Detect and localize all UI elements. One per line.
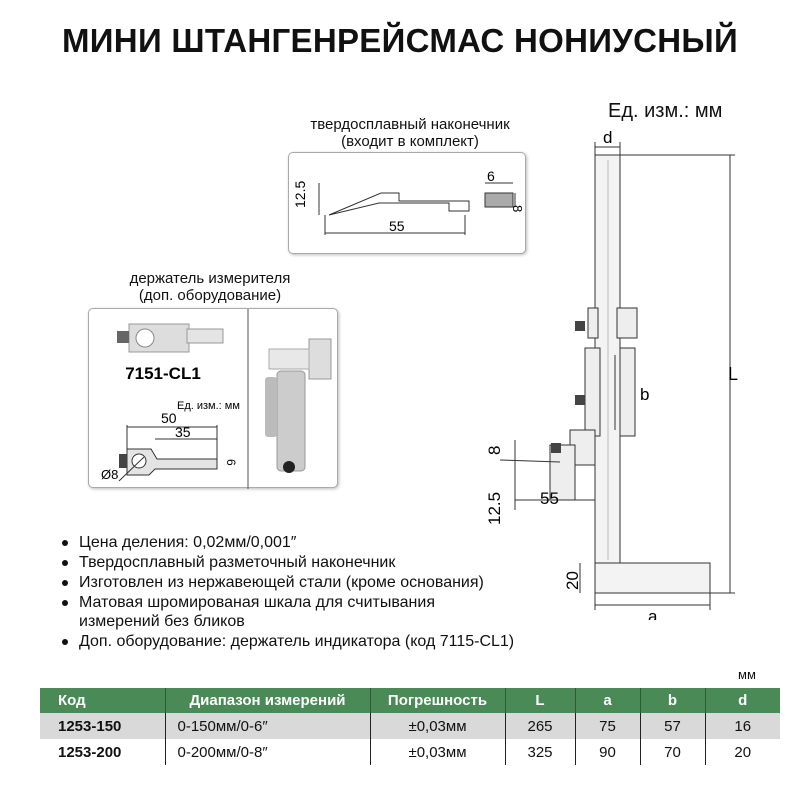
cell-code: 1253-200: [40, 739, 166, 765]
cell-b: 70: [640, 739, 706, 765]
holder-caption-line1: держатель измерителя: [129, 270, 291, 287]
table-header-row: Код Диапазон измерений Погрешность L a b…: [40, 688, 780, 713]
dim-55: 55: [540, 489, 559, 508]
tip-dim-thickness: 8: [510, 205, 525, 212]
col-header-a: a: [575, 688, 641, 713]
carbide-tip-drawing: 12.5 55 6 8: [292, 168, 525, 235]
table-row: 1253-150 0-150мм/0-6″ ±0,03мм 265 75 57 …: [40, 713, 780, 739]
cell-range: 0-150мм/0-6″: [165, 713, 371, 739]
units-label: Ед. изм.: мм: [608, 100, 723, 122]
holder-dim-6: 6: [224, 459, 238, 466]
dim-d: d: [603, 130, 612, 147]
page-title: МИНИ ШТАНГЕНРЕЙСМАС НОНИУСНЫЙ: [62, 22, 738, 59]
table-unit: мм: [738, 667, 756, 682]
tip-caption-line2: (входит в комплект): [341, 133, 479, 150]
col-header-L: L: [505, 688, 576, 713]
feature-item: Изготовлен из нержавеющей стали (кроме о…: [62, 573, 514, 592]
feature-item: Матовая шромированая шкала для считывани…: [62, 593, 482, 631]
holder-dim-diameter: Ø8: [101, 467, 118, 482]
tip-dim-height: 12.5: [292, 181, 308, 208]
tip-dim-length: 55: [389, 218, 405, 234]
col-header-d: d: [705, 688, 780, 713]
holder-model: 7151-CL1: [125, 364, 201, 383]
cell-code: 1253-150: [40, 713, 166, 739]
cell-d: 16: [705, 713, 780, 739]
tip-caption-line1: твердосплавный наконечник: [310, 116, 510, 133]
spec-table: Код Диапазон измерений Погрешность L a b…: [40, 688, 780, 765]
dim-a: a: [648, 607, 658, 620]
holder-caption-line2: (доп. оборудование): [138, 287, 282, 304]
dim-12-5: 12.5: [485, 492, 504, 525]
holder-dim-50: 50: [161, 410, 177, 426]
tip-drawing-box: 12.5 55 6 8: [288, 152, 526, 254]
cell-b: 57: [640, 713, 706, 739]
col-header-b: b: [640, 688, 706, 713]
cell-accuracy: ±0,03мм: [370, 739, 506, 765]
dim-b: b: [640, 385, 649, 404]
cell-range: 0-200мм/0-8″: [165, 739, 371, 765]
holder-caption: держатель измерителя (доп. оборудование): [90, 270, 330, 304]
col-header-code: Код: [40, 688, 166, 713]
indicator-holder-drawing: 7151-CL1 Ед. изм.: мм 50 35 6 Ø8: [101, 309, 332, 489]
dim-20: 20: [563, 571, 582, 590]
cell-a: 90: [575, 739, 641, 765]
cell-d: 20: [734, 743, 752, 761]
holder-units: Ед. изм.: мм: [177, 400, 240, 412]
cell-L: 265: [505, 713, 576, 739]
dim-8: 8: [485, 446, 504, 455]
col-header-range: Диапазон измерений: [165, 688, 371, 713]
height-gauge-drawing: d L b a 8 12.5 55 20: [485, 130, 738, 620]
tip-caption: твердосплавный наконечник (входит в комп…: [270, 116, 550, 150]
cell-a: 75: [575, 713, 641, 739]
holder-dim-35: 35: [175, 424, 191, 440]
feature-item: Доп. оборудование: держатель индикатора …: [62, 632, 514, 651]
dim-L: L: [728, 364, 738, 384]
feature-item: Твердосплавный разметочный наконечник: [62, 553, 514, 572]
tip-dim-width: 6: [487, 168, 495, 184]
col-header-accuracy: Погрешность: [370, 688, 506, 713]
cell-L: 325: [505, 739, 576, 765]
cell-accuracy: ±0,03мм: [370, 713, 506, 739]
features-list: Цена деления: 0,02мм/0,001″ Твердосплавн…: [62, 533, 514, 652]
holder-drawing-box: 7151-CL1 Ед. изм.: мм 50 35 6 Ø8: [88, 308, 338, 489]
feature-item: Цена деления: 0,02мм/0,001″: [62, 533, 514, 552]
table-row: 1253-200 0-200мм/0-8″ ±0,03мм 325 90 70 …: [40, 739, 780, 765]
